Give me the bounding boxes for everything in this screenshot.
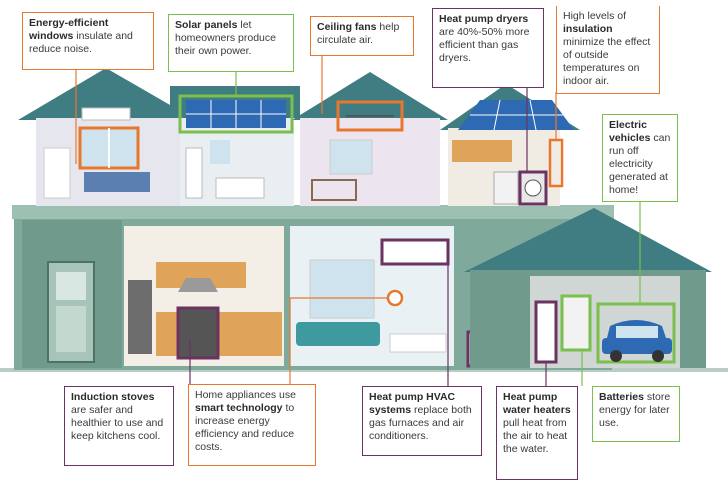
callout-hvac-title: Heat pump HVAC systems — [369, 391, 456, 416]
callout-smart: Home appliances use smart technology to … — [188, 384, 316, 466]
callout-stoves-title: Induction stoves — [71, 391, 155, 403]
callout-batteries: Batteries store energy for later use. — [592, 386, 680, 442]
door-panel — [56, 306, 86, 352]
shower — [185, 147, 203, 199]
solar-panels-right — [458, 99, 574, 131]
callout-water-heater: Heat pump water heaters pull heat from t… — [496, 386, 578, 480]
hvac-indoor-unit — [380, 238, 450, 266]
floor-divider — [12, 205, 614, 219]
cabinets — [452, 140, 512, 162]
solar-panels-left — [186, 100, 286, 128]
refrigerator — [128, 280, 152, 354]
callout-hvac-text: replace both gas furnaces and air condit… — [369, 404, 472, 442]
callout-solar: Solar panels let homeowners produce thei… — [168, 14, 294, 72]
smart-thermostat — [386, 289, 404, 307]
callout-hvac: Heat pump HVAC systems replace both gas … — [362, 386, 482, 456]
callout-solar-title: Solar panels — [175, 19, 238, 31]
bathroom-mirror — [210, 140, 230, 164]
callout-connectors — [75, 54, 641, 386]
callout-dryers-text: are 40%-50% more efficient than gas drye… — [439, 26, 530, 64]
home-battery — [560, 294, 592, 352]
callout-dryers: Heat pump dryers are 40%-50% more effici… — [432, 8, 544, 88]
callout-insulation: High levels of insulation minimize the e… — [556, 6, 660, 94]
callout-fans: Ceiling fans help circulate air. — [310, 16, 414, 56]
electric-car — [602, 320, 672, 362]
callout-solar-text: let homeowners produce their own power. — [175, 19, 276, 57]
callout-smart-title: smart technology — [195, 402, 283, 414]
heat-pump-water-heater — [534, 300, 558, 364]
callout-water-text: pull heat from the air to heat the water… — [503, 417, 568, 455]
callout-smart-text: to increase energy efficiency and reduce… — [195, 402, 295, 453]
wardrobe — [43, 147, 71, 199]
callout-batteries-text: store energy for later use. — [599, 391, 671, 429]
crib — [311, 179, 357, 201]
callout-stoves: Induction stoves are safer and healthier… — [64, 386, 174, 466]
callout-water-title: Heat pump water heaters — [503, 391, 571, 416]
ceiling-fan-highlight — [336, 100, 404, 132]
range-hood — [178, 278, 218, 292]
callout-dryers-title: Heat pump dryers — [439, 13, 529, 25]
ev-highlight — [596, 302, 676, 364]
washer — [493, 171, 519, 205]
callout-ev: Electric vehicles can run off electricit… — [602, 114, 678, 202]
callout-stoves-text: are safer and healthier to use and keep … — [71, 404, 164, 442]
callout-insulation-text: minimize the effect of outside temperatu… — [563, 36, 651, 87]
callout-smart-pre: Home appliances use — [195, 389, 296, 401]
callout-windows-text: insulate and reduce noise. — [29, 30, 133, 55]
callout-ev-title: Electric vehicles — [609, 119, 651, 144]
induction-stove — [176, 306, 220, 360]
callout-ev-text: can run off electricity generated at hom… — [609, 132, 671, 196]
callout-batteries-title: Batteries — [599, 391, 644, 403]
garage-roof — [464, 208, 712, 272]
tv-stand — [389, 333, 447, 353]
bed — [84, 172, 150, 192]
nursery-window — [329, 139, 373, 175]
callout-insulation-pre: High levels of — [563, 10, 627, 22]
callout-windows-title: Energy-efficient windows — [29, 17, 109, 42]
callout-fans-text: help circulate air. — [317, 21, 400, 46]
callout-windows: Energy-efficient windows insulate and re… — [22, 12, 154, 70]
callout-insulation-title: insulation — [563, 23, 613, 35]
bathtub — [215, 177, 265, 199]
living-window — [309, 259, 375, 319]
sofa — [296, 322, 380, 346]
door-window — [56, 272, 86, 300]
roof-center-gable — [292, 72, 448, 120]
callout-fans-title: Ceiling fans — [317, 21, 377, 33]
wall-ac-unit — [81, 107, 131, 121]
roof-left-gable — [18, 68, 196, 120]
